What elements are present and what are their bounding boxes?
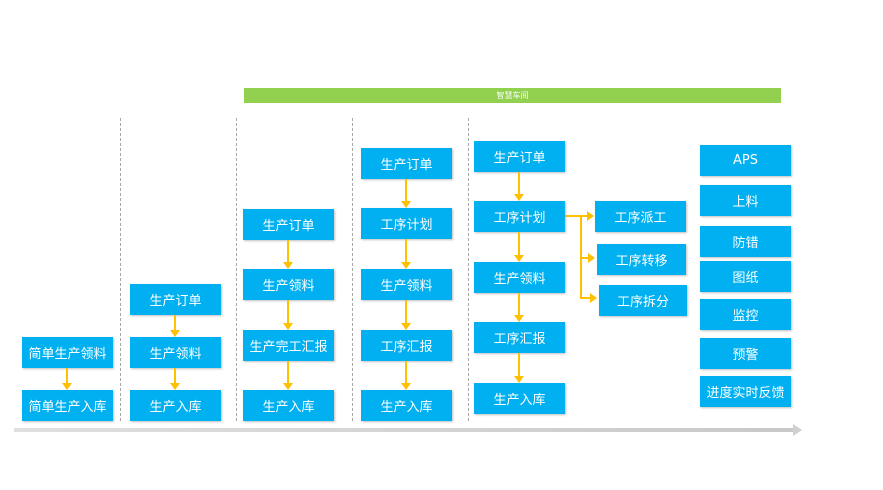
column-divider	[468, 118, 469, 421]
flow-arrow	[565, 211, 594, 221]
flow-arrow	[283, 300, 293, 330]
flow-arrow	[170, 315, 180, 337]
flow-arrow	[580, 253, 595, 263]
production-order-box: 生产订单	[474, 141, 565, 172]
flow-arrow	[283, 361, 293, 390]
flow-arrow	[514, 353, 524, 383]
production-receipt-box: 生产入库	[361, 390, 452, 421]
process-report-box: 工序汇报	[361, 330, 452, 361]
flow-arrow	[62, 368, 72, 390]
flow-arrow	[401, 239, 411, 269]
process-report-box: 工序汇报	[474, 322, 565, 353]
production-order-box: 生产订单	[361, 148, 452, 179]
flow-arrow	[580, 293, 597, 303]
production-receipt-box: 生产入库	[243, 390, 334, 421]
production-material-issue-box: 生产领料	[130, 337, 221, 368]
feature-error-proofing-box: 防错	[700, 226, 791, 257]
process-split-box: 工序拆分	[599, 285, 687, 316]
column-divider	[236, 118, 237, 421]
feature-drawings-box: 图纸	[700, 261, 791, 292]
feature-loading-box: 上料	[700, 185, 791, 216]
feature-aps-box: APS	[700, 145, 791, 176]
flow-arrow	[401, 300, 411, 330]
simple-material-issue-box: 简单生产领料	[22, 337, 113, 368]
feature-alert-box: 预警	[700, 338, 791, 369]
process-dispatch-box: 工序派工	[595, 201, 686, 232]
feature-monitoring-box: 监控	[700, 299, 791, 330]
flow-arrow	[283, 240, 293, 269]
flow-arrow	[514, 293, 524, 322]
simple-production-receipt-box: 简单生产入库	[22, 390, 113, 421]
column-divider	[352, 118, 353, 421]
production-receipt-box: 生产入库	[474, 383, 565, 414]
production-order-box: 生产订单	[243, 209, 334, 240]
production-material-issue-box: 生产领料	[243, 269, 334, 300]
production-completion-report-box: 生产完工汇报	[243, 330, 334, 361]
process-plan-box: 工序计划	[474, 201, 565, 232]
flow-arrow	[170, 368, 180, 390]
smart-workshop-banner: 智慧车间	[244, 88, 781, 103]
timeline-arrow	[14, 424, 802, 436]
process-transfer-box: 工序转移	[597, 244, 686, 275]
feature-realtime-progress-box: 进度实时反馈	[700, 376, 791, 407]
flow-arrow	[401, 361, 411, 390]
column-divider	[120, 118, 121, 421]
flow-arrow	[401, 179, 411, 208]
flow-arrow	[514, 232, 524, 262]
production-receipt-box: 生产入库	[130, 390, 221, 421]
production-material-issue-box: 生产领料	[474, 262, 565, 293]
process-plan-box: 工序计划	[361, 208, 452, 239]
production-material-issue-box: 生产领料	[361, 269, 452, 300]
flow-arrow	[514, 172, 524, 201]
production-order-box: 生产订单	[130, 284, 221, 315]
